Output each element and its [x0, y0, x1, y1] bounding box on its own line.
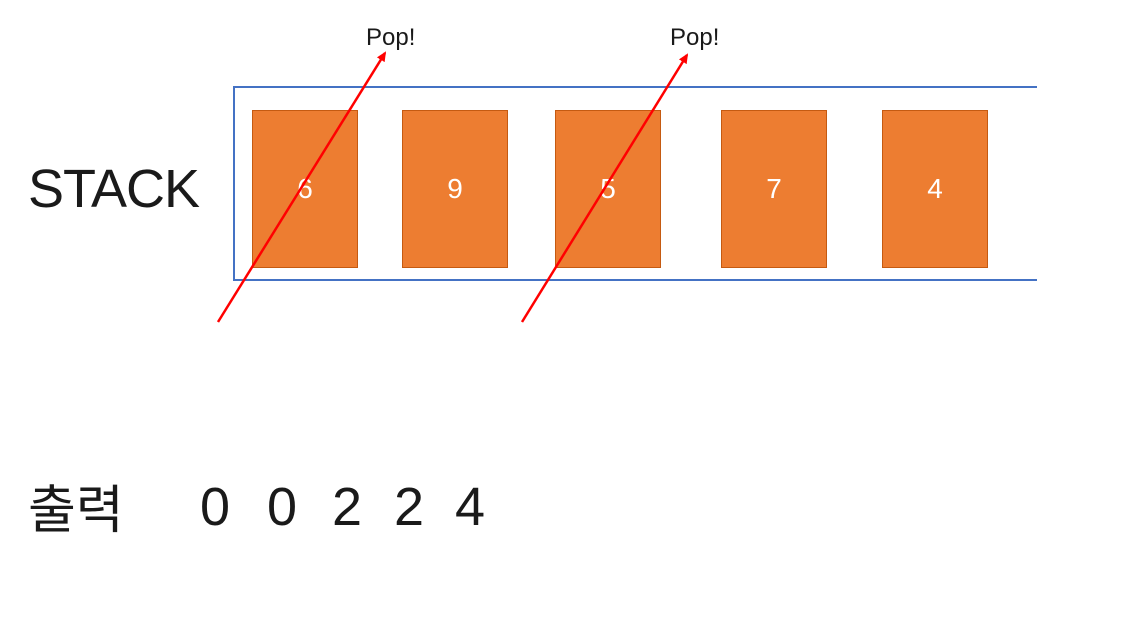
stack-item: 4 [882, 110, 988, 268]
output-value: 0 [199, 477, 231, 537]
output-value: 2 [331, 477, 363, 537]
pop-label: Pop! [366, 24, 416, 51]
stack-item-value: 9 [447, 173, 463, 204]
output-value: 4 [454, 477, 486, 537]
stack-item-value: 7 [766, 173, 782, 204]
stack-item-value: 5 [600, 173, 616, 204]
pop-label: Pop! [670, 24, 720, 51]
output-value: 0 [266, 477, 298, 537]
stack-item-value: 6 [297, 173, 313, 204]
stack-item: 6 [252, 110, 358, 268]
stack-item: 9 [402, 110, 508, 268]
stack-item: 5 [555, 110, 661, 268]
stack-item-value: 4 [927, 173, 943, 204]
stack-title: STACK [28, 159, 200, 219]
output-value: 2 [393, 477, 425, 537]
output-label: 출력 [28, 482, 124, 540]
stack-item: 7 [721, 110, 827, 268]
